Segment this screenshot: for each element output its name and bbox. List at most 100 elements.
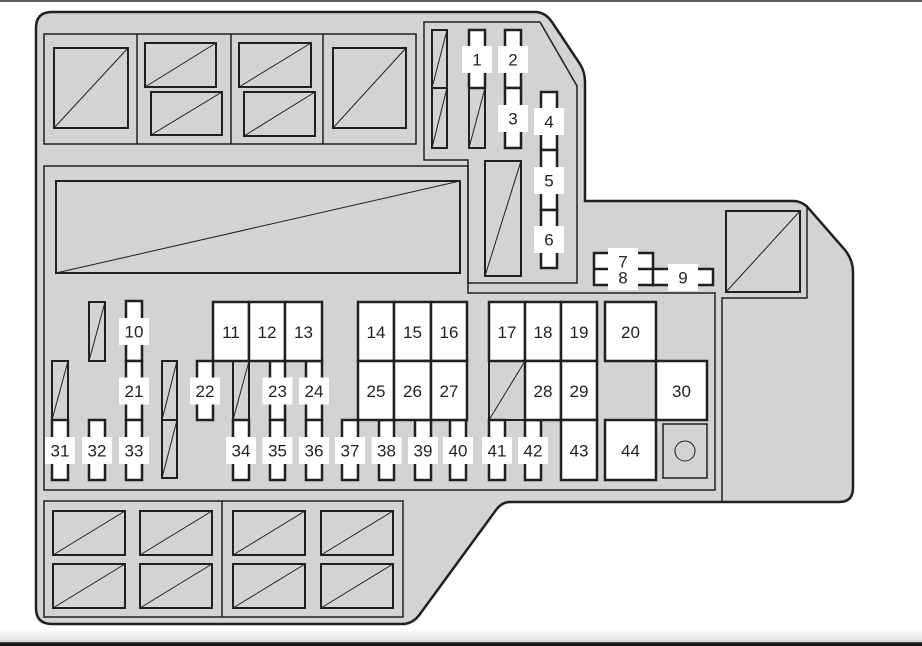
relay xyxy=(488,360,526,421)
fuse-number: 36 xyxy=(305,442,324,461)
right-panel xyxy=(721,205,808,502)
fuse-slot[interactable]: 26 xyxy=(392,359,433,422)
fuse-number: 42 xyxy=(524,442,543,461)
fuse-number: 38 xyxy=(377,442,396,461)
fuse-slot[interactable]: 25 xyxy=(356,359,396,422)
fuse-slot[interactable]: 20 xyxy=(603,300,658,363)
fuse-number: 44 xyxy=(621,442,640,461)
relay xyxy=(238,42,312,88)
fuse-number: 16 xyxy=(440,323,459,342)
relay xyxy=(144,42,217,88)
fuse-slot[interactable]: 3 xyxy=(498,86,528,150)
fuse-slot[interactable]: 2 xyxy=(498,28,528,90)
fuse-number: 17 xyxy=(498,323,517,342)
fuse-number: 3 xyxy=(508,110,517,129)
fuse-number: 35 xyxy=(268,442,287,461)
fuse-number: 15 xyxy=(403,323,422,342)
fuse-slot[interactable]: 31 xyxy=(45,418,75,482)
fuse-number: 32 xyxy=(88,442,107,461)
fuse-slot[interactable]: 4 xyxy=(534,90,564,152)
fuse-slot[interactable]: 41 xyxy=(482,418,512,482)
fuse-slot[interactable]: 29 xyxy=(559,359,599,422)
fuse-number: 40 xyxy=(449,442,468,461)
fuse-slot[interactable]: 35 xyxy=(262,418,293,482)
fuse-slot[interactable]: 40 xyxy=(443,418,473,482)
fuse-number: 9 xyxy=(678,269,687,288)
fuse-slot[interactable]: 19 xyxy=(559,300,599,363)
fuse-slot[interactable]: 15 xyxy=(392,300,433,363)
fuse-number: 23 xyxy=(268,382,287,401)
fuse-slot[interactable]: 42 xyxy=(518,418,548,482)
fuse-slot[interactable]: 22 xyxy=(190,359,220,422)
relay xyxy=(161,419,178,479)
fuse-slot[interactable]: 9 xyxy=(651,264,715,291)
fuse-slot[interactable]: 13 xyxy=(283,300,324,363)
fuse-number: 1 xyxy=(472,51,481,70)
relay xyxy=(320,563,394,609)
fuse-number: 28 xyxy=(534,382,553,401)
fuse-number: 19 xyxy=(570,323,589,342)
relay xyxy=(51,360,69,421)
relay xyxy=(139,510,213,556)
fuse-slot[interactable]: 38 xyxy=(371,418,402,482)
fuse-slot-7-8[interactable]: 78 xyxy=(592,248,655,290)
socket xyxy=(662,423,708,479)
relay xyxy=(52,510,126,556)
fuse-slot[interactable]: 39 xyxy=(408,418,438,482)
fuse-slot[interactable]: 33 xyxy=(119,418,149,482)
fuse-number: 37 xyxy=(341,442,360,461)
fuse-slot[interactable]: 11 xyxy=(211,300,251,363)
fuse-slot[interactable]: 27 xyxy=(429,359,469,422)
relay xyxy=(52,563,126,609)
fuse-slot[interactable]: 30 xyxy=(654,359,709,422)
relay xyxy=(150,91,223,136)
fuse-number: 27 xyxy=(440,382,459,401)
fuse-slot[interactable]: 16 xyxy=(429,300,469,363)
relay xyxy=(53,47,129,129)
fuse-number: 20 xyxy=(621,323,640,342)
relay xyxy=(332,47,407,129)
fuse-number: 8 xyxy=(618,269,627,288)
fuse-slot[interactable]: 36 xyxy=(299,418,329,482)
fuse-slot[interactable]: 12 xyxy=(247,300,287,363)
fuse-number: 6 xyxy=(544,231,553,250)
fuse-slot[interactable]: 18 xyxy=(523,300,563,363)
fuse-number: 18 xyxy=(534,323,553,342)
fuse-slot[interactable]: 28 xyxy=(523,359,563,422)
fuse-number: 43 xyxy=(570,442,589,461)
relay xyxy=(725,210,801,293)
fuse-slot[interactable]: 14 xyxy=(356,300,396,363)
fuse-slot[interactable]: 37 xyxy=(335,418,365,482)
fuse-slot[interactable]: 6 xyxy=(534,208,564,270)
fuse-number: 31 xyxy=(51,442,70,461)
relay xyxy=(468,87,486,149)
relay xyxy=(431,87,448,149)
fuse-number: 21 xyxy=(125,382,144,401)
bottom-border xyxy=(0,628,922,646)
fuse-number: 7 xyxy=(618,253,627,272)
fuse-slot[interactable]: 21 xyxy=(119,359,149,422)
relay xyxy=(139,563,213,609)
fuse-number: 25 xyxy=(367,382,386,401)
fuse-number: 39 xyxy=(414,442,433,461)
fuse-number: 14 xyxy=(367,323,386,342)
fuse-number: 26 xyxy=(403,382,422,401)
fuse-number: 34 xyxy=(232,442,251,461)
fuse-slot[interactable]: 1 xyxy=(462,28,492,90)
fuse-number: 12 xyxy=(258,323,277,342)
relay xyxy=(431,29,448,89)
top-border xyxy=(0,0,922,2)
fuse-slot[interactable]: 32 xyxy=(82,418,112,482)
fuse-slot[interactable]: 17 xyxy=(487,300,527,363)
fuse-number: 33 xyxy=(125,442,144,461)
fuse-number: 11 xyxy=(222,323,240,342)
fuse-slot[interactable]: 43 xyxy=(559,418,599,482)
fuse-slot[interactable]: 10 xyxy=(119,299,149,363)
relay xyxy=(484,160,522,277)
fuse-slot[interactable]: 34 xyxy=(226,418,256,482)
fuse-slot[interactable]: 44 xyxy=(603,418,658,482)
fuse-slot[interactable]: 5 xyxy=(534,148,564,212)
fuse-number: 24 xyxy=(305,382,324,401)
relay xyxy=(243,91,316,137)
relay xyxy=(88,301,106,362)
